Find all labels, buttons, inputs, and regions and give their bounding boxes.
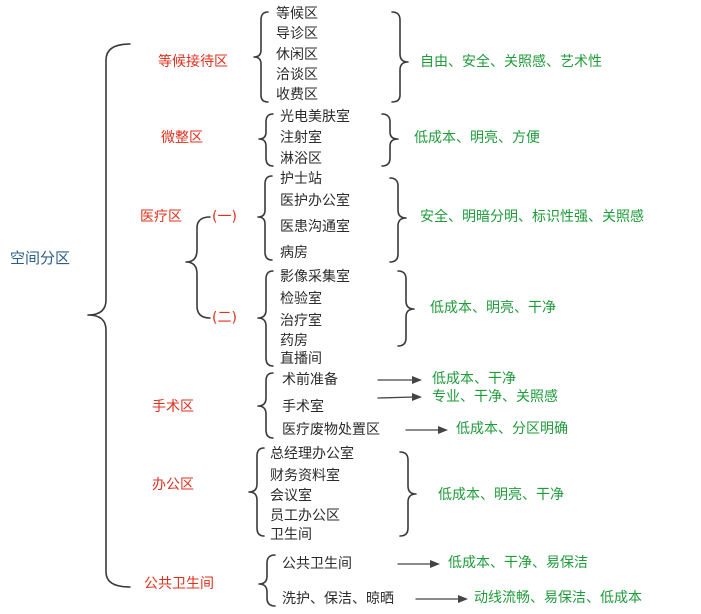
- section-title-surgery: 手术区: [152, 399, 194, 415]
- medical-g2-item: 治疗室: [280, 313, 322, 329]
- reception-note: 自由、安全、关照感、艺术性: [420, 54, 602, 70]
- medical-g2-item: 影像采集室: [280, 269, 350, 285]
- medical-g1-right-bracket: [389, 177, 407, 263]
- medical-fork: [185, 216, 211, 319]
- surgery-item: 手术室: [282, 399, 324, 415]
- medical-g1-note: 安全、明暗分明、标识性强、关照感: [420, 209, 644, 225]
- surgery-arrow-2: [377, 396, 415, 399]
- office-item: 员工办公区: [270, 508, 340, 524]
- reception-item: 洽谈区: [276, 67, 318, 83]
- office-item: 财务资料室: [270, 468, 340, 484]
- office-right-bracket: [399, 451, 417, 537]
- micro-item: 注射室: [280, 130, 322, 146]
- office-note: 低成本、明亮、干净: [438, 487, 564, 503]
- medical-g1-left-bracket: [257, 175, 273, 261]
- restroom-item: 洗护、保洁、晾晒: [282, 591, 394, 607]
- medical-g1-item: 医患沟通室: [280, 219, 350, 235]
- surgery-note: 低成本、分区明确: [456, 421, 568, 437]
- medical-g2-note: 低成本、明亮、干净: [430, 300, 556, 316]
- office-item: 卫生间: [270, 527, 312, 543]
- section-title-office: 办公区: [152, 477, 194, 493]
- restroom-left-bracket: [258, 554, 276, 607]
- office-item: 会议室: [270, 488, 312, 504]
- section-title-medical: 医疗区: [140, 209, 182, 225]
- reception-right-bracket: [391, 11, 409, 103]
- reception-item: 休闲区: [276, 47, 318, 63]
- surgery-item: 医疗废物处置区: [282, 422, 380, 438]
- root-bracket: [87, 43, 131, 588]
- medical-g2-item: 检验室: [280, 291, 322, 307]
- micro-note: 低成本、明亮、方便: [414, 130, 540, 146]
- micro-item: 光电美肤室: [280, 109, 350, 125]
- medical-g2-right-bracket: [397, 270, 415, 347]
- reception-item: 导诊区: [276, 26, 318, 42]
- micro-right-bracket: [381, 113, 399, 167]
- reception-item: 收费区: [276, 87, 318, 103]
- surgery-item: 术前准备: [282, 372, 338, 388]
- root-label: 空间分区: [10, 249, 71, 267]
- surgery-left-bracket: [257, 372, 274, 439]
- section-title-restroom: 公共卫生间: [144, 576, 214, 592]
- reception-item: 等候区: [276, 6, 318, 22]
- medical-g2-item: 直播间: [280, 351, 322, 367]
- medical-g2-left-bracket: [257, 270, 274, 367]
- surgery-note: 低成本、干净: [432, 371, 516, 387]
- micro-left-bracket: [258, 113, 274, 167]
- medical-group2-label: (二): [212, 310, 237, 326]
- section-title-reception: 等候接待区: [158, 54, 228, 70]
- restroom-note: 低成本、干净、易保洁: [448, 555, 588, 571]
- medical-g1-item: 护士站: [280, 171, 322, 187]
- restroom-item: 公共卫生间: [282, 556, 352, 572]
- office-left-bracket: [248, 447, 265, 537]
- medical-group1-label: (一): [212, 209, 237, 225]
- office-item: 总经理办公室: [270, 446, 354, 462]
- micro-item: 淋浴区: [280, 151, 322, 167]
- section-title-micro: 微整区: [161, 130, 203, 146]
- reception-left-bracket: [253, 11, 269, 103]
- medical-g1-item: 病房: [280, 245, 308, 261]
- restroom-note: 动线流畅、易保洁、低成本: [474, 590, 642, 606]
- medical-g1-item: 医护办公室: [280, 193, 350, 209]
- surgery-note: 专业、干净、关照感: [432, 389, 558, 405]
- medical-g2-item: 药房: [280, 333, 308, 349]
